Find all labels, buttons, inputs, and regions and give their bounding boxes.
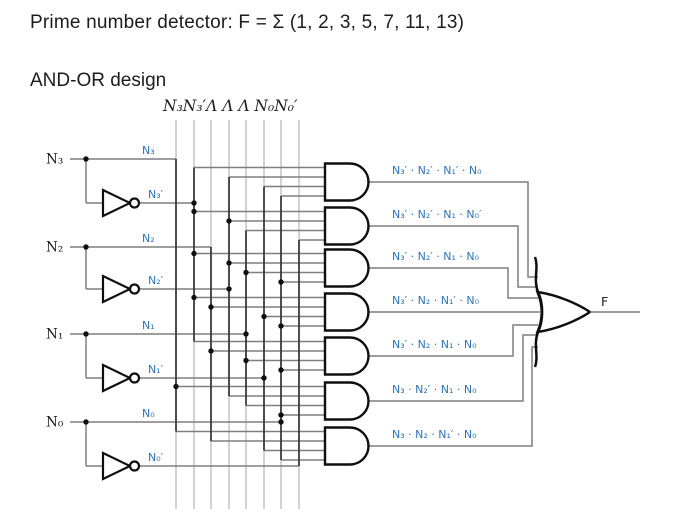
and-output-wire	[368, 267, 538, 299]
and-output-wire	[368, 334, 538, 402]
wire-label: N₂	[142, 232, 155, 245]
junction-dot	[226, 218, 232, 224]
and-gate	[323, 292, 370, 332]
not-gate-bubble	[128, 283, 141, 295]
junction-dot	[243, 331, 249, 337]
not-gate	[101, 451, 133, 481]
wire-label: N₃′	[148, 188, 164, 201]
and-gate-product-label: N₃ · N₂ · N₁′ · N₀	[392, 428, 477, 441]
and-gate-product-label: N₃′ · N₂ · N₁′ · N₀	[392, 294, 480, 307]
junction-dot	[243, 269, 249, 276]
junction-dot	[191, 294, 197, 301]
and-output-wire	[368, 225, 538, 288]
and-output-wire	[368, 324, 538, 357]
and-gate-product-label: N₃′ · N₂′ · N₁′ · N₀	[392, 164, 482, 177]
junction-dot	[191, 200, 197, 206]
wire-label: N₂′	[148, 274, 164, 287]
not-gate	[101, 274, 133, 304]
branch-dot	[83, 156, 89, 162]
junction-dot	[278, 279, 284, 285]
not-gate-bubble	[128, 372, 141, 384]
and-output-wire	[368, 181, 538, 278]
input-label: N₀	[46, 415, 64, 431]
and-gate	[323, 248, 370, 288]
junction-dot	[278, 419, 284, 425]
junction-dot	[278, 412, 284, 418]
and-gate-product-label: N₃ · N₂′ · N₁ · N₀	[392, 383, 477, 396]
and-gate	[323, 426, 370, 466]
wire-label: N₀	[142, 407, 155, 420]
output-f-label: F	[601, 294, 608, 309]
not-gate-bubble	[128, 197, 141, 209]
junction-dot	[278, 323, 284, 329]
and-gate	[323, 381, 370, 421]
and-gate	[323, 336, 370, 376]
wire-label: N₃	[142, 144, 155, 157]
wire-label: N₀′	[148, 451, 164, 464]
and-gate-product-label: N₃′ · N₂′ · N₁ · N₀′	[392, 208, 482, 221]
junction-dot	[226, 286, 232, 292]
branch-dot	[83, 419, 89, 425]
wire-label: N₁	[142, 319, 155, 332]
junction-dot	[208, 348, 214, 354]
junction-dot	[208, 304, 214, 310]
not-gate	[101, 188, 133, 218]
junction-dot	[191, 250, 197, 257]
junction-dot	[278, 367, 284, 373]
circuit-wiring: N₃ N₃ N₃′ N₂ N₂ N₂′ N₁ N₁ N₁′ N₀ N₀ N₀′ N₃′ · N₂′ · …	[46, 120, 640, 509]
junction-dot	[261, 313, 267, 320]
and-gate	[323, 162, 370, 202]
and-gate-product-label: N₃′ · N₂′ · N₁ · N₀	[392, 250, 480, 263]
design-method-label: AND-OR design	[30, 70, 167, 91]
or-gate	[535, 290, 593, 334]
or-gate-input-curve	[533, 256, 544, 368]
bus-header-label: N₃N₃′Λ Λ Λ N₀N₀′	[162, 97, 298, 115]
and-gate	[323, 206, 370, 246]
input-label: N₂	[46, 240, 63, 256]
junction-dot	[226, 260, 232, 266]
junction-dot	[261, 375, 267, 381]
and-gate-product-label: N₃′ · N₂ · N₁ · N₀	[392, 338, 477, 351]
branch-dot	[83, 331, 89, 337]
not-gate	[101, 363, 133, 393]
junction-dot	[191, 208, 197, 215]
not-gate-bubble	[128, 460, 141, 472]
page-title: Prime number detector: F = Σ (1, 2, 3, 5…	[30, 12, 465, 33]
junction-dot	[243, 357, 249, 364]
wire-label: N₁′	[148, 363, 164, 376]
junction-dot	[173, 383, 179, 390]
branch-dot	[83, 244, 89, 250]
input-label: N₃	[46, 152, 63, 168]
input-label: N₁	[46, 327, 63, 343]
